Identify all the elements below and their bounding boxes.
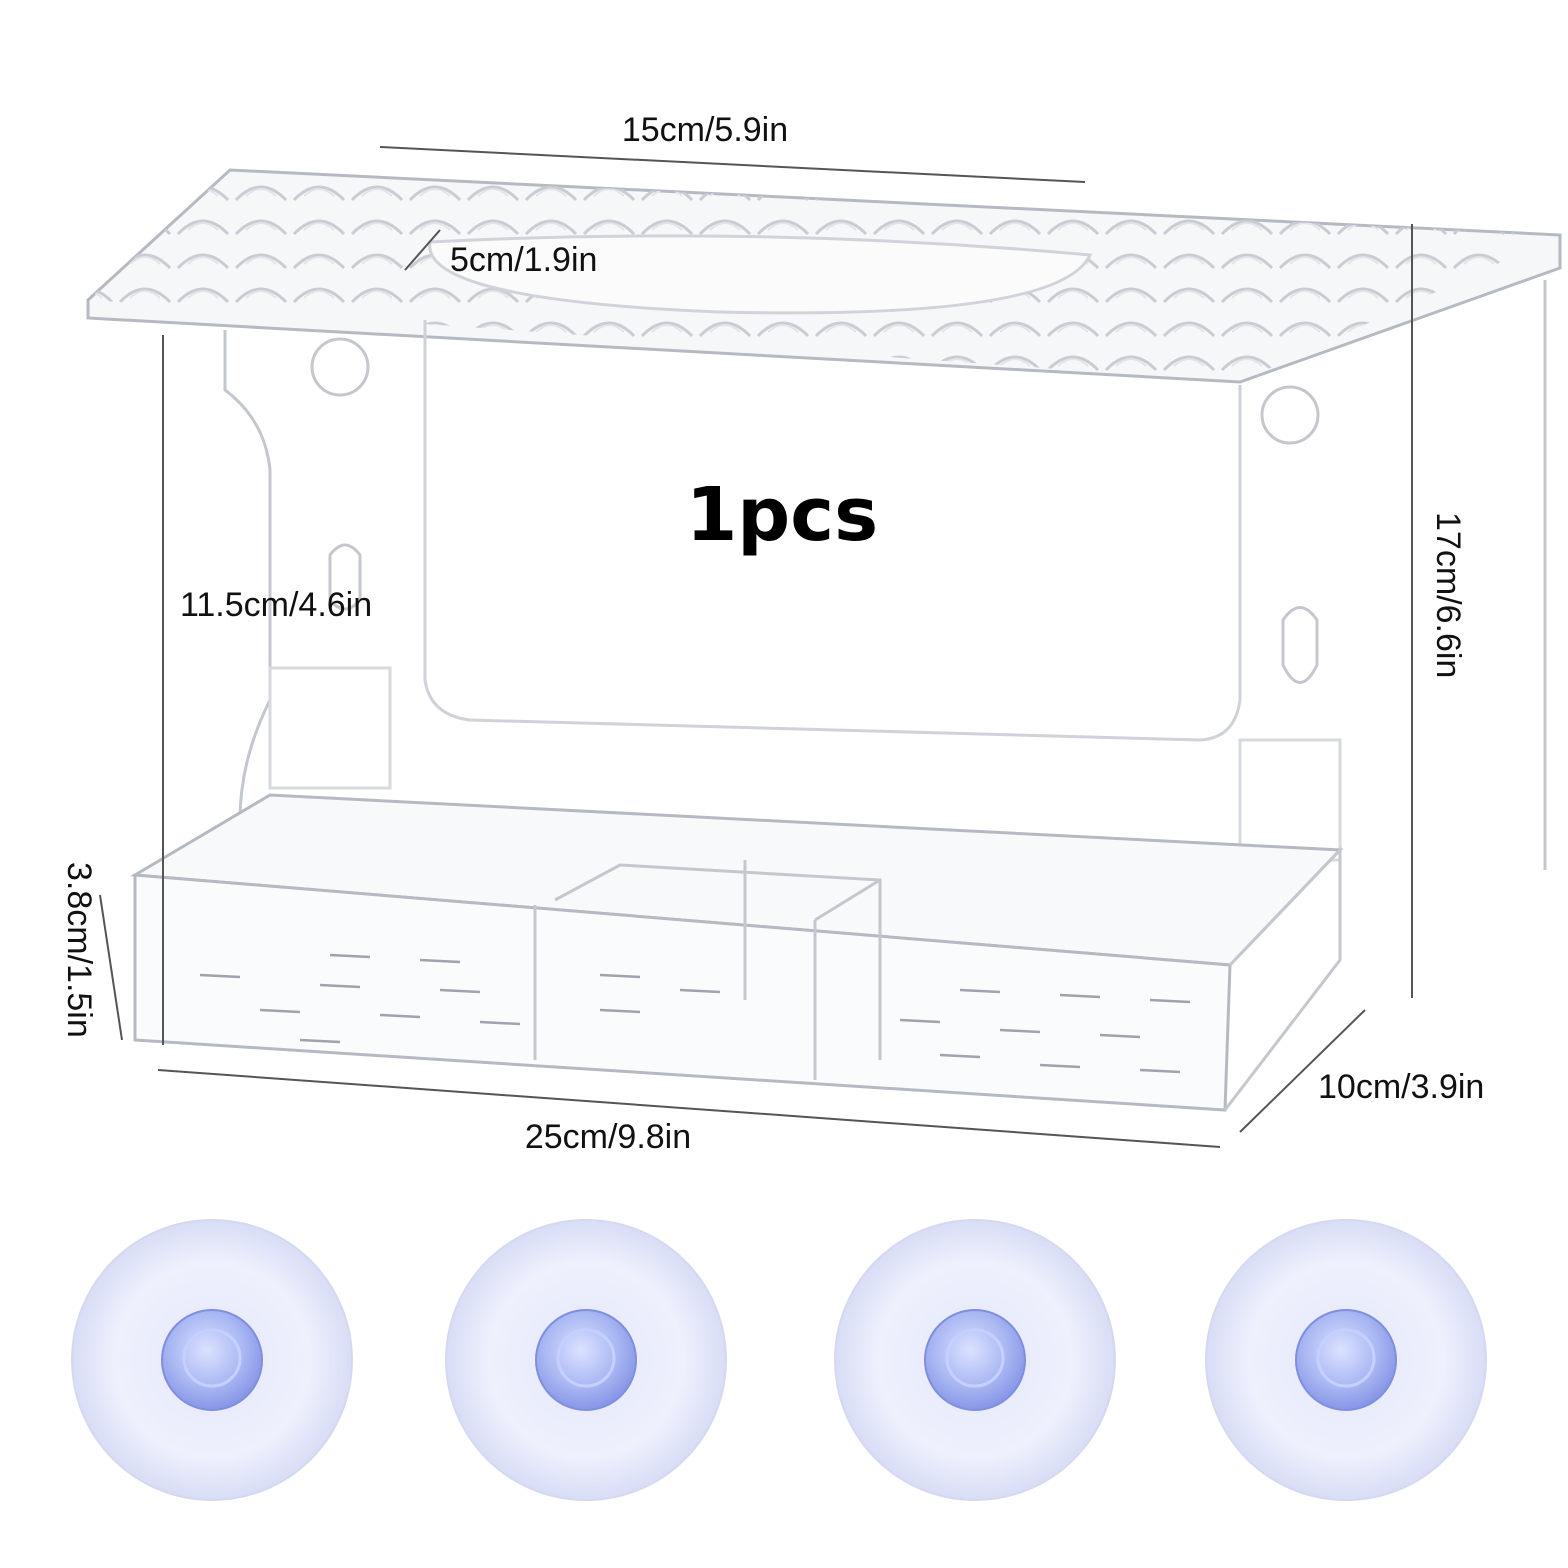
opening-width-label: 5cm/1.9in	[450, 241, 597, 279]
dimension-lines	[99, 146, 1413, 1148]
tray-height-label: 3.8cm/1.5in	[60, 862, 98, 1038]
roof-width-label: 15cm/5.9in	[622, 111, 788, 149]
total-width-label: 25cm/9.8in	[525, 1118, 691, 1156]
food-tray	[130, 793, 1344, 1112]
quantity-label: 1pcs	[686, 472, 878, 558]
bird-feeder	[86, 168, 1562, 1112]
suction-cup	[1205, 1219, 1487, 1501]
back-panel	[223, 280, 1547, 870]
suction-cup	[445, 1219, 727, 1501]
suction-cup	[71, 1219, 353, 1501]
total-height-label: 17cm/6.6in	[1429, 512, 1467, 678]
suction-cups	[71, 1219, 1487, 1501]
suction-cup	[834, 1219, 1116, 1501]
dimension-labels: 15cm/5.9in 5cm/1.9in 11.5cm/4.6in 17cm/6…	[60, 111, 1484, 1156]
back-height-label: 11.5cm/4.6in	[180, 586, 372, 624]
roof	[86, 168, 1562, 384]
depth-label: 10cm/3.9in	[1318, 1068, 1484, 1106]
